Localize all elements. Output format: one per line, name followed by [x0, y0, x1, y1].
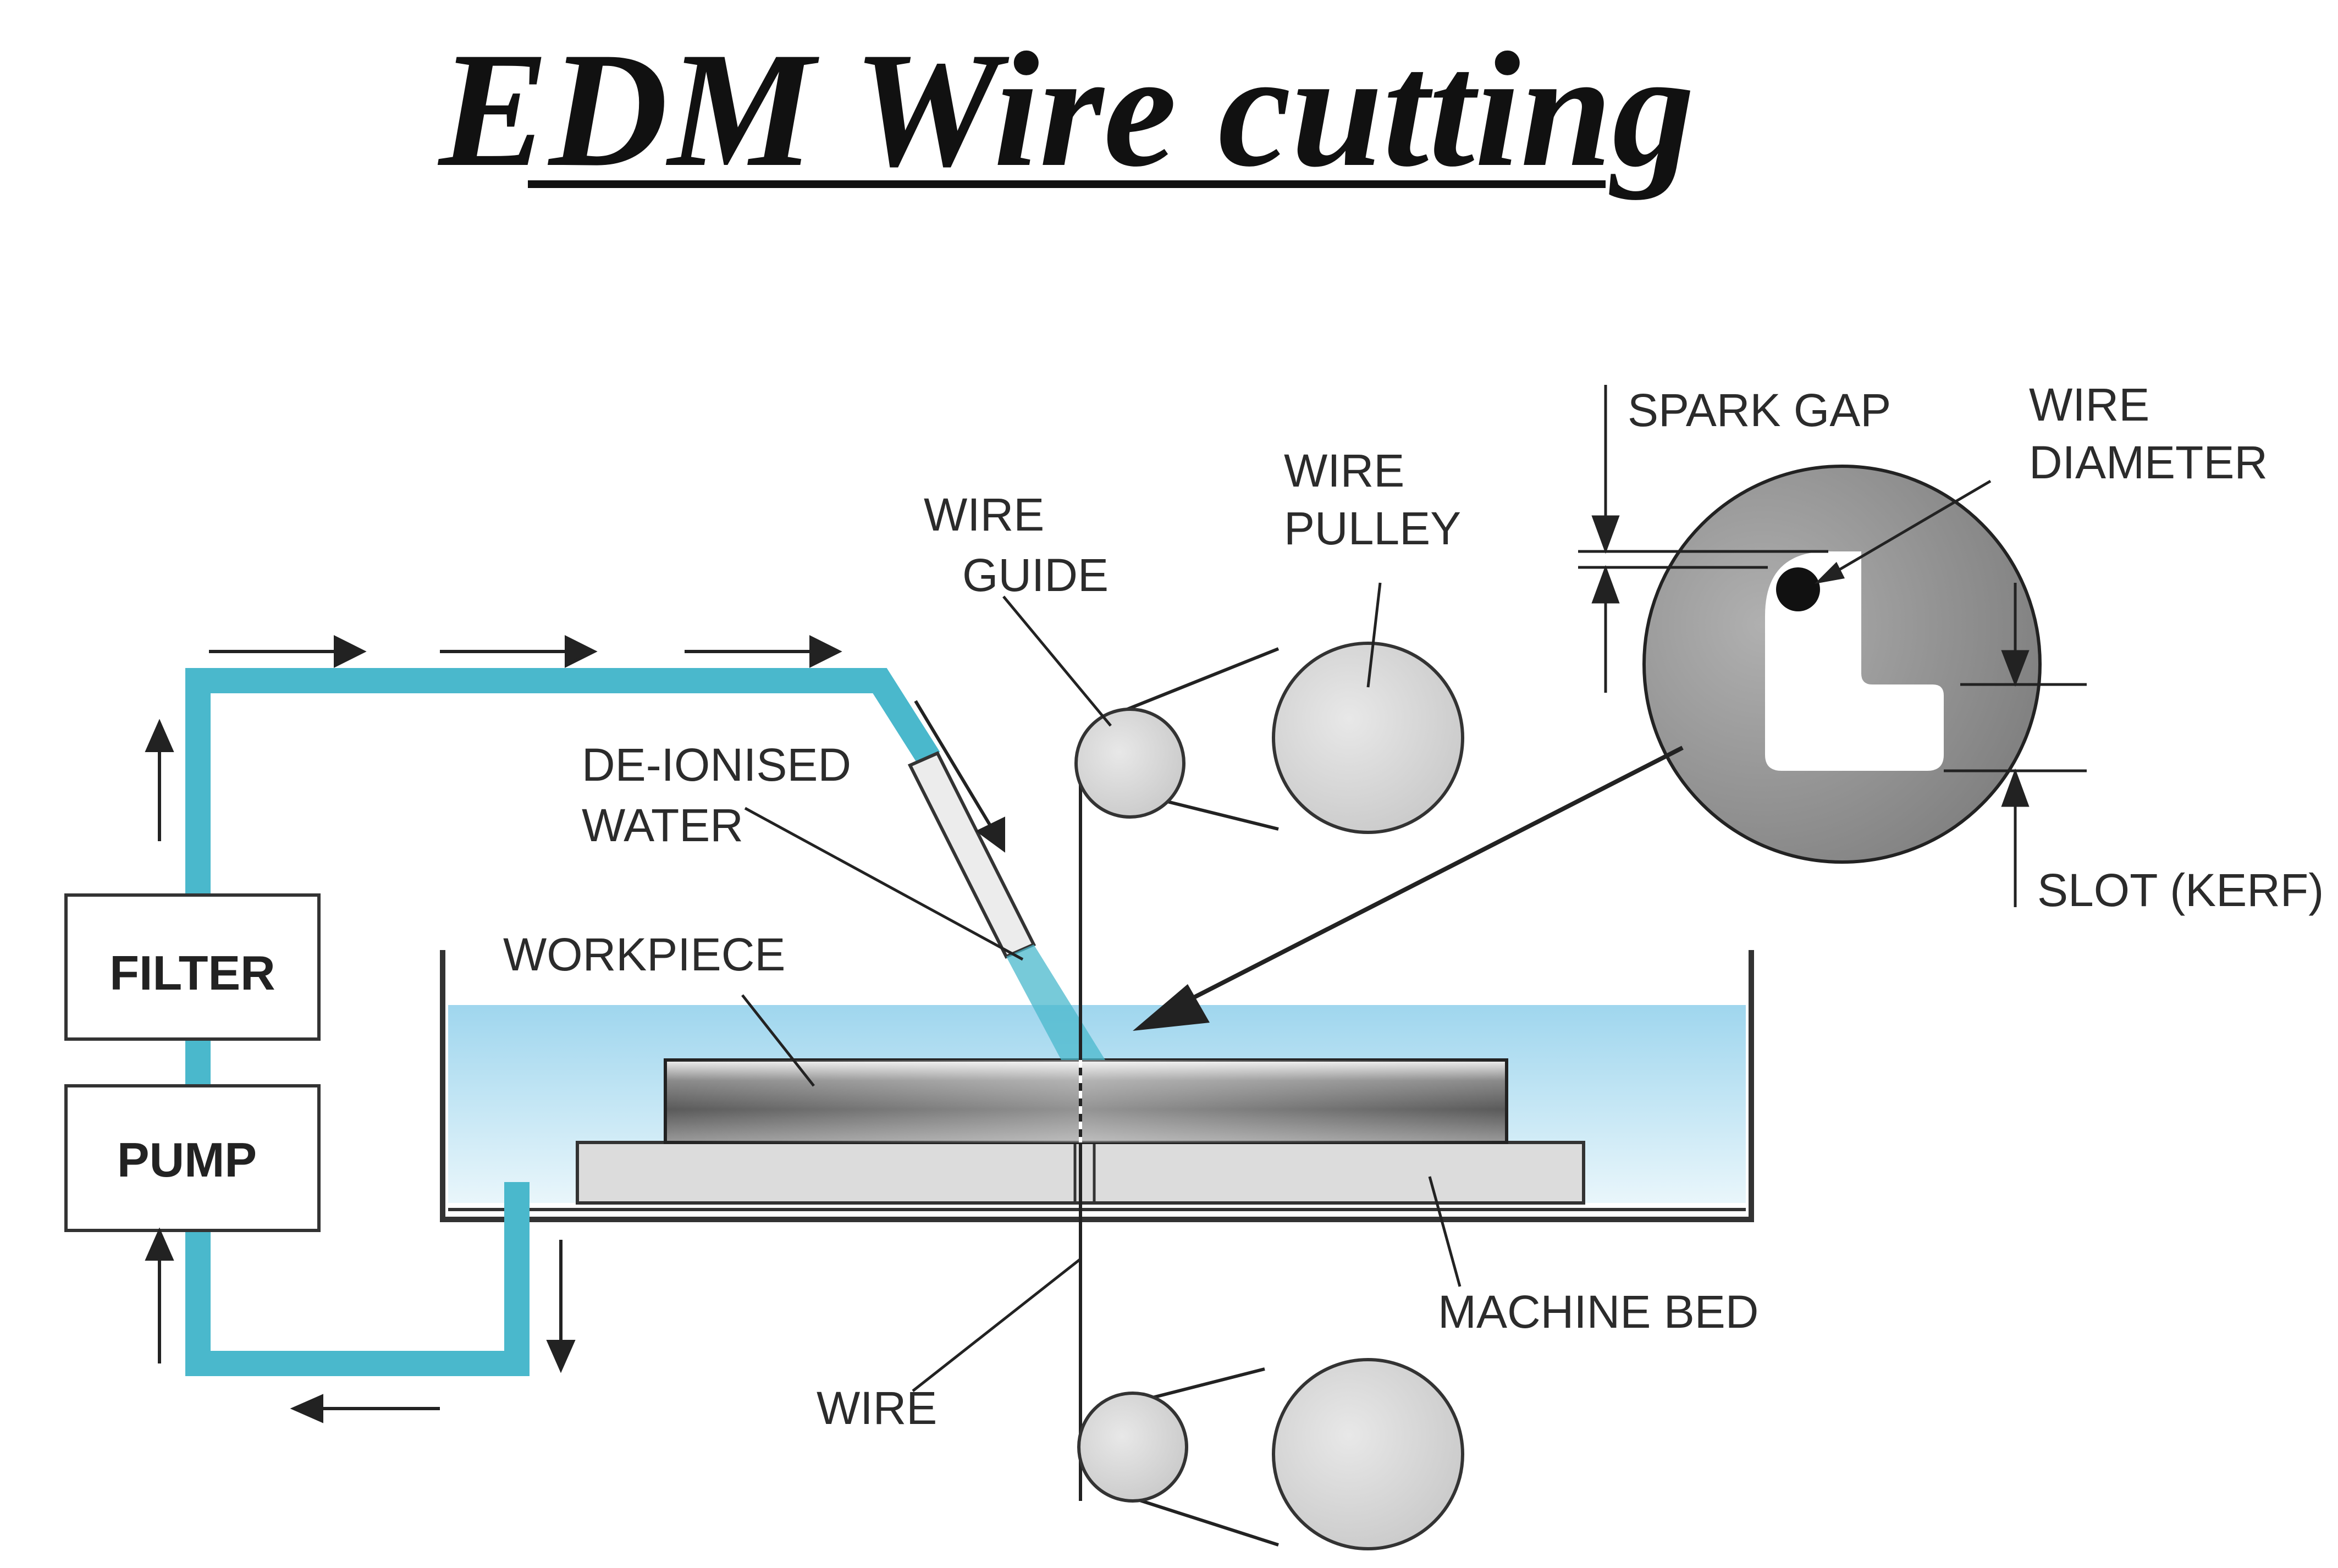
water-tank	[440, 950, 1754, 1222]
circulation-pipe	[185, 668, 940, 895]
pump-label: PUMP	[117, 1133, 257, 1187]
label-wire-diameter-line2: DIAMETER	[2029, 437, 2268, 488]
label-workpiece: WORKPIECE	[503, 929, 785, 980]
wire-pulley-lower	[1272, 1358, 1464, 1550]
label-wire-guide-line1: WIRE	[924, 489, 1044, 540]
filter-label: FILTER	[109, 946, 275, 1000]
wire-guide-upper	[1074, 708, 1185, 819]
label-deionised-line2: WATER	[582, 799, 743, 851]
filter-box	[64, 893, 321, 1041]
label-wire-guide-line2: GUIDE	[962, 549, 1109, 601]
wire-cross-section	[1776, 567, 1820, 611]
label-spark-gap: SPARK GAP	[1628, 384, 1891, 436]
label-wire-diameter-line1: WIRE	[2029, 379, 2149, 430]
wire-pulley-upper	[1272, 642, 1464, 834]
leader-lines	[741, 582, 1462, 1392]
page-title: EDM Wire cutting	[436, 18, 1695, 201]
nozzle	[907, 751, 1036, 959]
label-machine-bed: MACHINE BED	[1438, 1286, 1758, 1338]
flow-arrows	[145, 635, 1005, 1423]
label-wire: WIRE	[817, 1382, 937, 1434]
label-slot-kerf: SLOT (KERF)	[2037, 864, 2324, 916]
wire-guide-lower	[1077, 1392, 1188, 1503]
label-deionised-line1: DE-IONISED	[582, 739, 851, 791]
slot-kerf-dimension	[1944, 583, 2087, 907]
pump-box	[64, 1084, 321, 1232]
label-wire-pulley-line1: WIRE	[1284, 445, 1404, 496]
label-wire-pulley-line2: PULLEY	[1284, 503, 1461, 554]
detail-pointer-arrow	[1187, 746, 1684, 1003]
spark-gap-dimension	[1578, 385, 1828, 693]
